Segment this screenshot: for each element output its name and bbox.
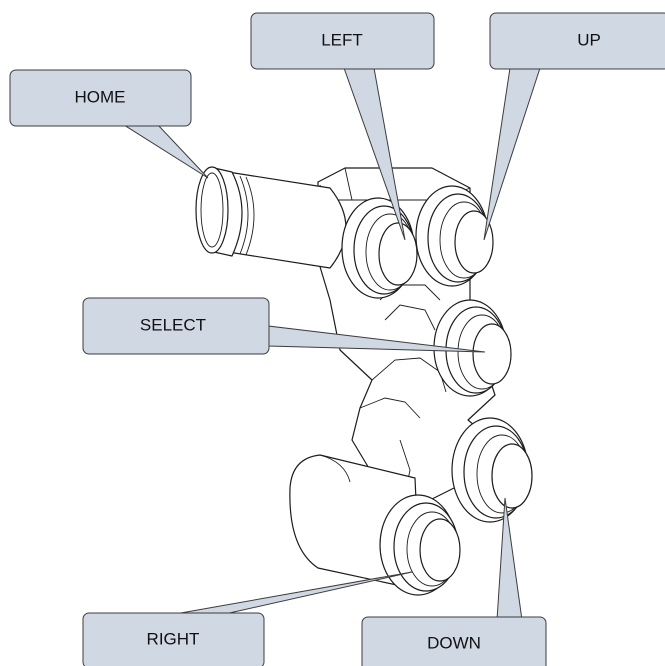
- callout-select-box: [82, 297, 270, 355]
- button-cluster-drawing: [195, 166, 533, 596]
- up-button-body: [415, 185, 494, 287]
- callout-home-pointer: [122, 124, 209, 179]
- callout-right-label: RIGHT: [147, 629, 200, 648]
- select-button-body: [433, 299, 512, 397]
- callout-select: SELECT: [82, 297, 486, 355]
- right-button-body: [289, 454, 461, 596]
- down-button-body: [451, 417, 533, 523]
- left-button-body: [341, 197, 418, 299]
- callout-select-label: SELECT: [140, 315, 206, 334]
- callout-down-box: [361, 616, 547, 666]
- callout-left-label: LEFT: [321, 30, 363, 49]
- callout-right-pointer: [174, 571, 413, 615]
- callout-left: LEFT: [250, 12, 435, 241]
- home-button-body: [195, 166, 347, 269]
- callout-home-box: [9, 69, 192, 127]
- callout-home: HOME: [9, 69, 209, 179]
- callout-up-label: UP: [577, 30, 601, 49]
- callout-down-label: DOWN: [427, 633, 481, 652]
- callout-home-label: HOME: [75, 87, 126, 106]
- callout-up-pointer: [483, 67, 541, 241]
- callout-down: DOWN: [361, 497, 547, 666]
- callout-up: UP: [483, 12, 665, 241]
- callout-right: RIGHT: [82, 571, 413, 666]
- callout-left-box: [250, 12, 435, 70]
- callout-right-box: [82, 612, 265, 666]
- callout-up-box: [489, 12, 665, 70]
